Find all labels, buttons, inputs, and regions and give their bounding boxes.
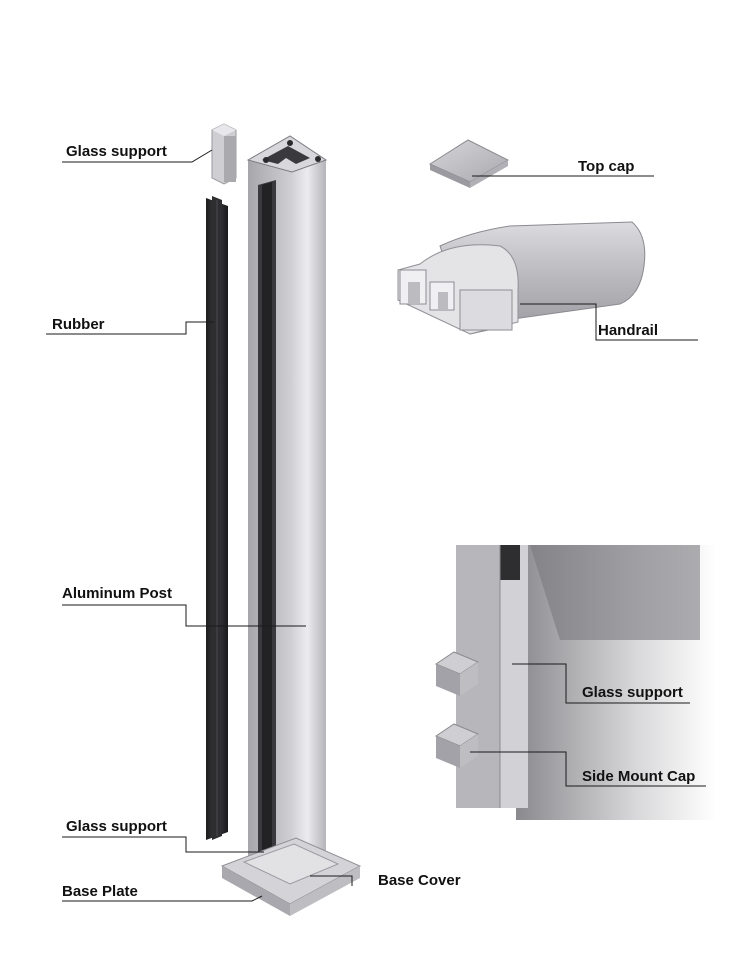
label-top-cap: Top cap xyxy=(578,158,634,175)
label-glass-support-bottom: Glass support xyxy=(66,818,167,835)
base-cover-part xyxy=(242,843,340,885)
label-rubber: Rubber xyxy=(52,316,105,333)
label-side-mount-cap: Side Mount Cap xyxy=(582,768,695,785)
label-handrail: Handrail xyxy=(598,322,658,339)
leader-lines xyxy=(46,149,706,902)
top-cap-part xyxy=(428,139,510,188)
side-mount-cap-upper xyxy=(434,651,480,696)
label-glass-support-side: Glass support xyxy=(582,684,683,701)
side-mount-detail xyxy=(434,545,716,820)
side-mount-cap-lower xyxy=(434,723,480,768)
label-aluminum-post: Aluminum Post xyxy=(62,585,172,602)
glass-support-top-part xyxy=(211,123,237,185)
aluminum-post-part xyxy=(246,135,328,878)
rubber-strip-part xyxy=(206,196,228,840)
label-base-plate: Base Plate xyxy=(62,883,138,900)
label-glass-support-top: Glass support xyxy=(66,143,167,160)
label-base-cover: Base Cover xyxy=(378,872,461,889)
handrail-part xyxy=(397,221,646,335)
